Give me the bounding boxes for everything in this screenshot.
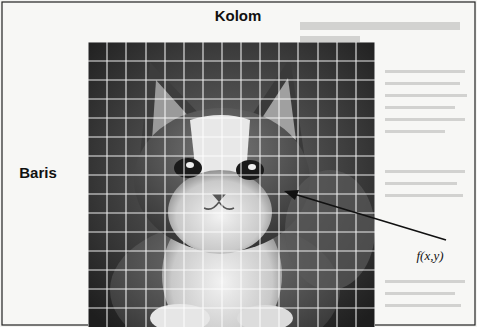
row-label: Baris bbox=[19, 164, 57, 181]
pointer-arrow bbox=[284, 190, 446, 240]
column-label: Kolom bbox=[215, 7, 262, 24]
kitten-photo bbox=[88, 42, 375, 327]
pixel-grid bbox=[88, 42, 375, 327]
function-label: f(x,y) bbox=[416, 248, 443, 264]
